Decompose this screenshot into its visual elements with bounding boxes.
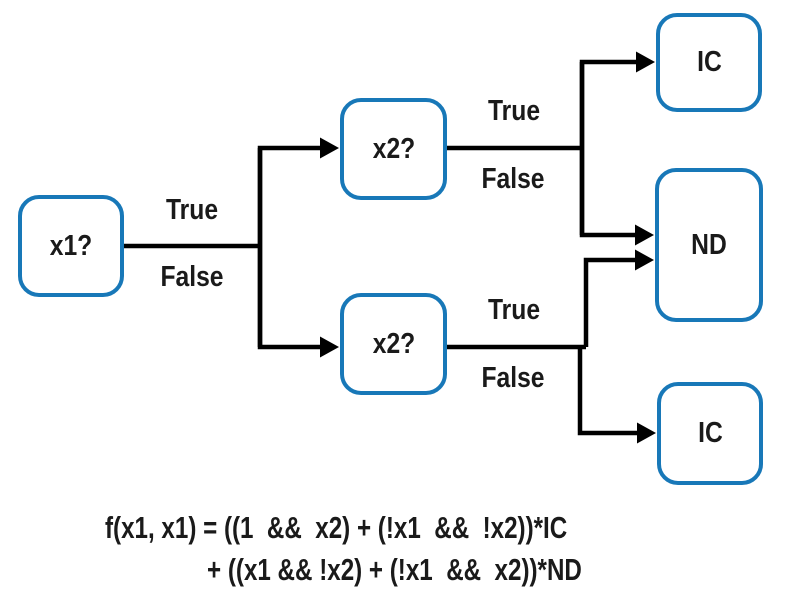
node-x2-top-label: x2?	[372, 132, 415, 165]
node-ic-bottom: IC	[657, 382, 763, 485]
arrowhead-into-ic-bottom	[637, 422, 656, 444]
connector-x2bot-false-branch	[577, 347, 639, 436]
edge-label-top-false: False	[481, 163, 545, 195]
node-x1: x1?	[18, 195, 124, 297]
node-x2-top: x2?	[340, 98, 447, 200]
arrowhead-into-x2-bottom	[320, 336, 339, 358]
connector-x2bot-true-branch	[583, 257, 637, 347]
arrowhead-into-nd-lower	[635, 249, 654, 271]
edge-label-bottom-true: True	[487, 294, 541, 326]
node-nd: ND	[655, 168, 763, 322]
node-x1-label: x1?	[49, 229, 93, 262]
edge-label-root-false: False	[160, 261, 224, 293]
node-ic-top: IC	[656, 13, 762, 112]
node-ic-bottom-label: IC	[697, 417, 723, 449]
node-x2-bottom: x2?	[340, 293, 447, 395]
connector-root-true-branch	[257, 145, 321, 347]
formula-line-1: f(x1, x1) = ((1 && x2) + (!x1 && !x2))*I…	[105, 510, 568, 545]
edge-label-root-true: True	[165, 194, 219, 226]
arrowhead-into-ic-top	[636, 51, 655, 73]
connector-x2top-false-branch	[579, 62, 637, 238]
node-nd-label: ND	[691, 228, 727, 261]
node-ic-top-label: IC	[696, 46, 722, 78]
node-x2-bottom-label: x2?	[372, 327, 415, 360]
connector-root-false-branch	[257, 148, 321, 350]
arrowhead-into-nd-upper	[635, 224, 654, 246]
connector-x2top-true-branch	[579, 59, 638, 235]
edge-label-top-true: True	[487, 95, 541, 127]
formula-line-2: + ((x1 && !x2) + (!x1 && x2))*ND	[207, 552, 582, 587]
arrowhead-into-x2-top	[320, 137, 339, 159]
edge-label-bottom-false: False	[481, 362, 545, 394]
